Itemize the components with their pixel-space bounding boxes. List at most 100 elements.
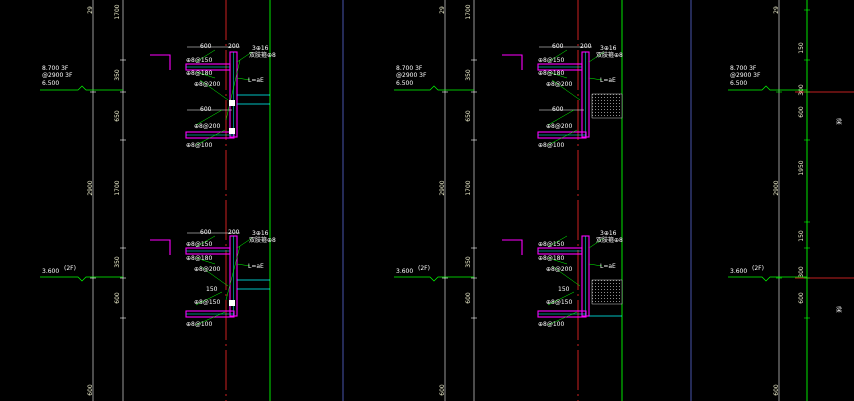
level-tag: (2F) — [418, 265, 430, 272]
level-tag: (2F) — [752, 265, 764, 272]
svg-text:⊕8@100: ⊕8@100 — [538, 321, 564, 328]
dim-label: 150 — [798, 42, 805, 54]
svg-text:⊕8@150: ⊕8@150 — [194, 299, 220, 306]
svg-text:150: 150 — [206, 286, 218, 293]
level-marker — [728, 85, 807, 91]
dim-label: 600 — [114, 292, 121, 304]
dimension-ticks — [442, 59, 477, 319]
level-text: 6.500 — [42, 80, 59, 87]
svg-text:⊕8@150: ⊕8@150 — [538, 241, 564, 248]
svg-text:⊕8@200: ⊕8@200 — [546, 266, 572, 273]
level-marker — [40, 276, 123, 282]
svg-text:150: 150 — [558, 286, 570, 293]
svg-text:⊕8@100: ⊕8@100 — [186, 321, 212, 328]
panel-right-section: 29 150 300 600 2900 1950 150 300 600 600… — [728, 0, 854, 401]
level-marker — [728, 276, 807, 282]
svg-text:200: 200 — [228, 229, 240, 236]
svg-text:600: 600 — [552, 106, 564, 113]
svg-text:⊕8@150: ⊕8@150 — [186, 241, 212, 248]
level-text: @2900 3F — [730, 72, 761, 79]
dimension-ticks — [776, 9, 810, 319]
dim-label: 350 — [465, 256, 472, 268]
svg-text:⊕8@200: ⊕8@200 — [546, 123, 572, 130]
svg-text:200: 200 — [580, 43, 592, 50]
svg-text:⊕8@100: ⊕8@100 — [186, 142, 212, 149]
svg-text:L=aE: L=aE — [600, 263, 616, 270]
svg-text:L=aE: L=aE — [600, 77, 616, 84]
dim-label: 1700 — [465, 4, 472, 19]
dim-label: 350 — [114, 256, 121, 268]
svg-text:⊕8@100: ⊕8@100 — [538, 142, 564, 149]
level-marker — [40, 85, 123, 91]
svg-text:⊕8@200: ⊕8@200 — [546, 81, 572, 88]
level-text: @2900 3F — [42, 72, 73, 79]
level-marker — [394, 276, 474, 282]
dim-label: 300 — [798, 266, 805, 278]
dim-label: 600 — [439, 384, 446, 396]
panel-mid-section: 29 1700 350 650 2900 1700 350 600 600 8.… — [394, 0, 692, 401]
level-text: @2900 3F — [396, 72, 427, 79]
dim-label: 600 — [773, 384, 780, 396]
svg-text:⊕8@150: ⊕8@150 — [538, 57, 564, 64]
dim-label: 150 — [798, 230, 805, 242]
dim-label: 1700 — [114, 4, 121, 19]
dim-label: 1950 — [798, 160, 805, 175]
svg-text:⊕8@180: ⊕8@180 — [538, 70, 564, 77]
svg-text:L=aE: L=aE — [248, 77, 264, 84]
svg-text:200: 200 — [228, 43, 240, 50]
balcony-detail-lower: 600 200 ⊕8@150 ⊕8@180 ⊕8@200 — [150, 229, 276, 328]
svg-text:L=aE: L=aE — [248, 263, 264, 270]
dim-label: 1700 — [465, 180, 472, 195]
svg-text:⊕8@200: ⊕8@200 — [194, 123, 220, 130]
level-text: 8.700 3F — [396, 65, 423, 72]
dim-label: 2900 — [773, 180, 780, 195]
svg-text:600: 600 — [552, 43, 564, 50]
side-tag: 梁 — [836, 306, 842, 314]
level-text: 8.700 3F — [730, 65, 757, 72]
side-tag: 梁 — [836, 118, 842, 126]
dim-label: 29 — [773, 6, 780, 14]
panel-left-section: 29 1700 350 650 2900 1700 350 600 600 8.… — [40, 0, 344, 401]
balcony-detail-lower: ⊕8@150 ⊕8@180 ⊕8@200 150 ⊕8@150 ⊕8@100 3… — [502, 230, 623, 328]
dim-label: 29 — [87, 6, 94, 14]
svg-text:⊕8@200: ⊕8@200 — [194, 266, 220, 273]
svg-text:3⊕16: 3⊕16 — [252, 230, 269, 237]
dim-label: 650 — [465, 110, 472, 122]
level-text: 3.600 — [42, 268, 59, 275]
svg-text:3⊕16: 3⊕16 — [252, 45, 269, 52]
svg-text:⊕8@150: ⊕8@150 — [186, 57, 212, 64]
dim-label: 600 — [465, 292, 472, 304]
dim-label: 350 — [114, 69, 121, 81]
dim-label: 2900 — [87, 180, 94, 195]
svg-text:⊕8@150: ⊕8@150 — [546, 299, 572, 306]
dim-label: 2900 — [439, 180, 446, 195]
svg-text:3⊕16: 3⊕16 — [600, 45, 617, 52]
svg-text:⊕8@180: ⊕8@180 — [186, 70, 212, 77]
level-tag: (2F) — [64, 265, 76, 272]
svg-text:双肢箍⊕8: 双肢箍⊕8 — [249, 51, 276, 59]
svg-text:600: 600 — [200, 43, 212, 50]
svg-text:双肢箍⊕8: 双肢箍⊕8 — [249, 236, 276, 244]
level-text: 6.500 — [730, 80, 747, 87]
dim-label: 600 — [87, 384, 94, 396]
svg-text:⊕8@180: ⊕8@180 — [538, 255, 564, 262]
balcony-detail-upper: 600 200 600 ⊕8@150 ⊕8@180 — [150, 43, 276, 149]
level-text: 3.600 — [396, 268, 413, 275]
svg-text:双肢箍⊕8: 双肢箍⊕8 — [596, 51, 623, 59]
dim-label: 600 — [798, 292, 805, 304]
svg-text:⊕8@200: ⊕8@200 — [194, 81, 220, 88]
svg-text:⊕8@180: ⊕8@180 — [186, 255, 212, 262]
svg-text:3⊕16: 3⊕16 — [600, 230, 617, 237]
dim-label: 29 — [439, 6, 446, 14]
level-text: 8.700 3F — [42, 65, 69, 72]
svg-text:600: 600 — [200, 229, 212, 236]
level-text: 6.500 — [396, 80, 413, 87]
svg-text:双肢箍⊕8: 双肢箍⊕8 — [596, 236, 623, 244]
dim-label: 600 — [798, 106, 805, 118]
dim-label: 350 — [465, 69, 472, 81]
level-text: 3.600 — [730, 268, 747, 275]
dimension-ticks — [90, 59, 126, 319]
dim-label: 650 — [114, 110, 121, 122]
dim-label: 1700 — [114, 180, 121, 195]
